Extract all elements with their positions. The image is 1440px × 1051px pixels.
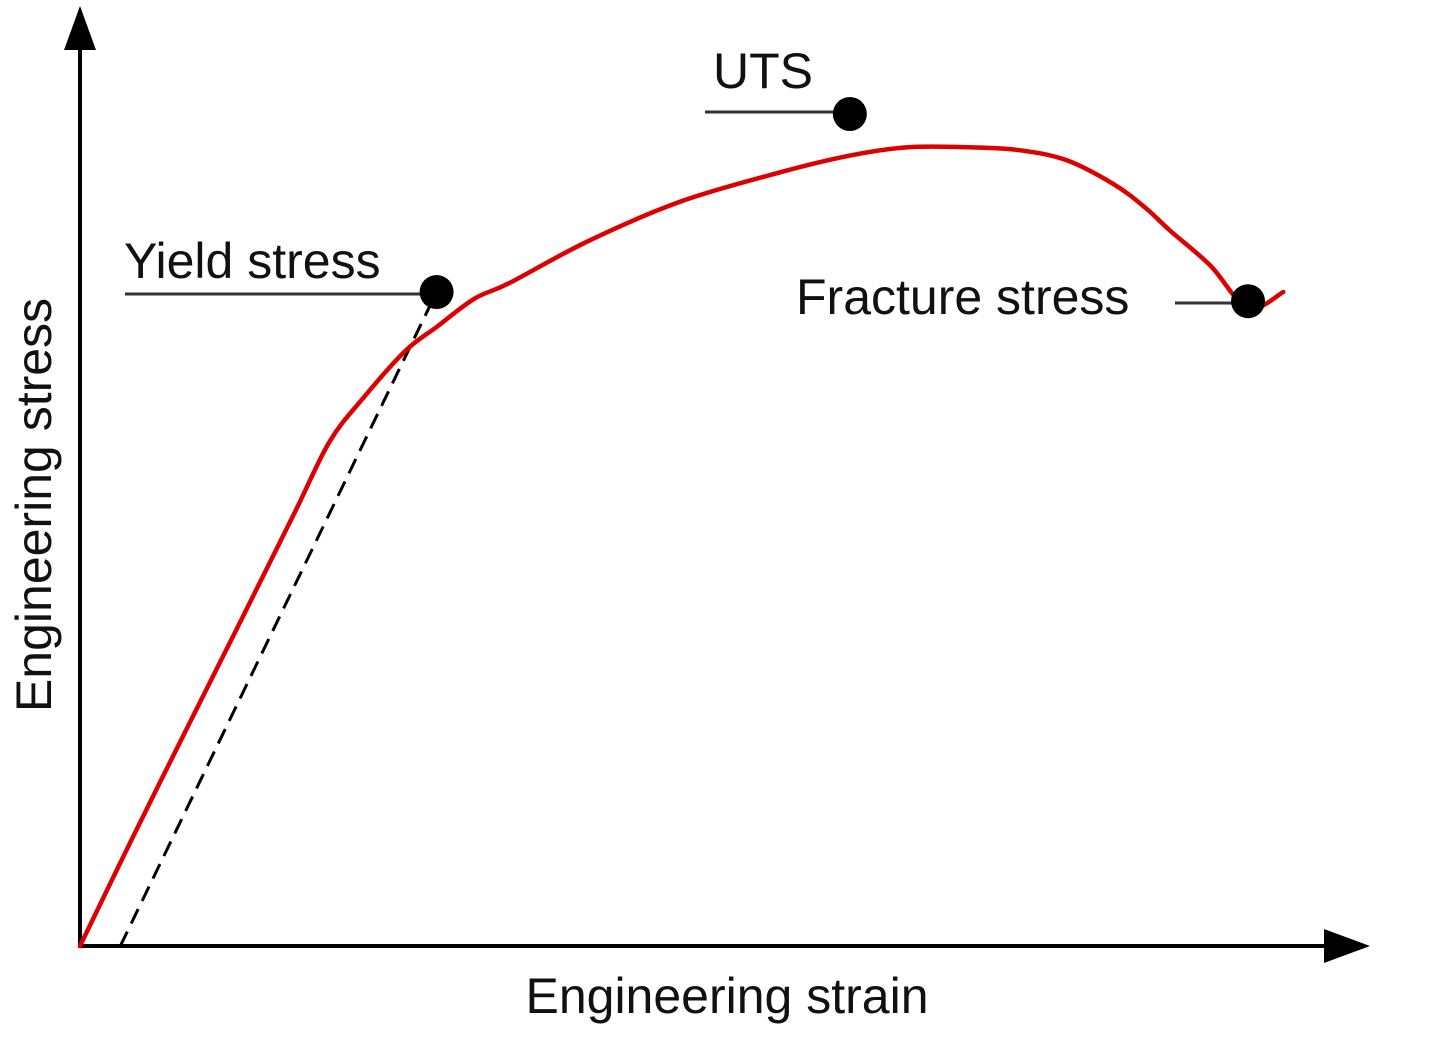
fracture-point-marker [1231,284,1266,319]
offset-line [118,291,438,947]
uts-label: UTS [713,43,813,99]
stress-strain-curve [77,144,1286,949]
fracture-label: Fracture stress [796,269,1129,325]
x-axis-label: Engineering strain [525,968,928,1024]
yield-label: Yield stress [124,233,381,289]
yield-point-marker [419,275,454,310]
y-axis-arrowhead [64,6,96,50]
uts-point-marker [832,97,867,131]
x-axis-arrowhead [1324,929,1370,963]
y-axis-label: Engineering stress [6,298,62,712]
